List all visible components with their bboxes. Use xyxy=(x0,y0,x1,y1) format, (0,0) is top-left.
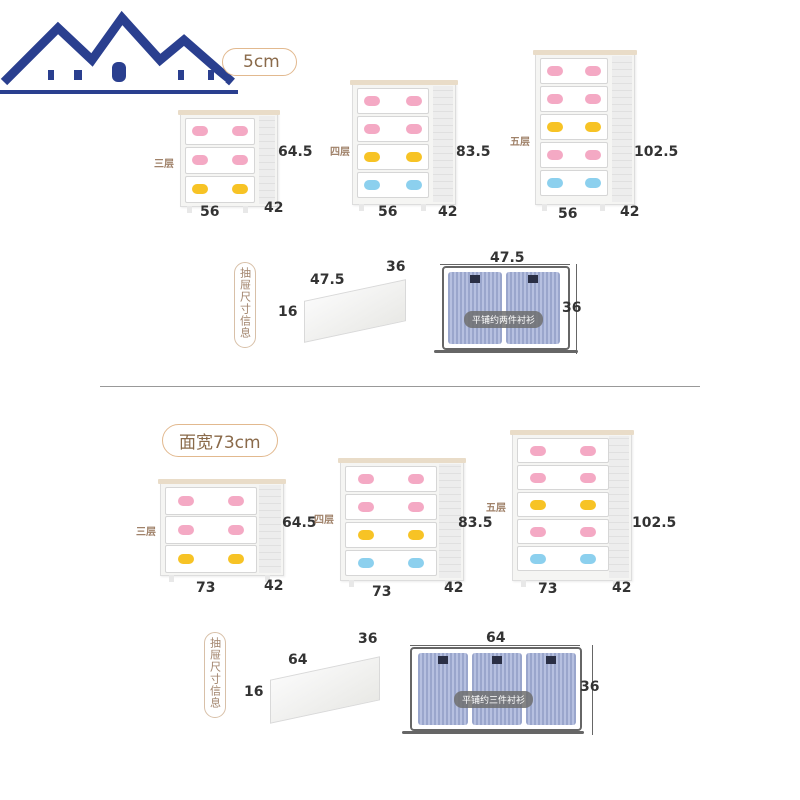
height-dim: 102.5 xyxy=(632,515,677,531)
drawer-chest-4-tier xyxy=(350,80,458,211)
drawer xyxy=(185,176,255,203)
shirt-width-dim: 47.5 xyxy=(490,250,525,266)
height-dim: 83.5 xyxy=(458,515,493,531)
drawer-width-dim: 64 xyxy=(288,652,308,668)
drawer-depth-dim: 36 xyxy=(358,631,378,647)
tier-label: 五层 xyxy=(486,503,506,514)
width-dim: 73 xyxy=(196,580,216,596)
width-dim: 73 xyxy=(372,584,392,600)
drawer-info-text: 抽屉尺寸信息 xyxy=(238,267,252,339)
shirt-depth-dim: 36 xyxy=(562,300,582,316)
depth-dim: 42 xyxy=(264,578,284,594)
shirt-frame: 平铺约两件衬衫 xyxy=(442,266,570,350)
tier-label: 三层 xyxy=(154,159,174,170)
shirt-width-dim: 64 xyxy=(486,630,506,646)
height-dim: 64.5 xyxy=(282,515,317,531)
open-drawer-illustration xyxy=(304,279,406,343)
shirt-image xyxy=(526,653,576,725)
open-drawer-illustration xyxy=(270,656,380,724)
width-dim: 56 xyxy=(200,204,220,220)
tier-label: 四层 xyxy=(314,515,334,526)
drawer-chest-3-tier xyxy=(158,479,286,582)
drawer-chest-4-tier xyxy=(338,458,466,587)
drawer-chest-5-tier xyxy=(510,430,634,587)
shirt-image xyxy=(472,653,522,725)
depth-dim: 42 xyxy=(264,200,284,216)
depth-dim: 42 xyxy=(438,204,458,220)
shirt-depth-dim: 36 xyxy=(580,679,600,695)
shirt-image xyxy=(418,653,468,725)
tier-label: 三层 xyxy=(136,527,156,538)
brand-logo xyxy=(0,0,238,100)
drawer-info-label: 抽屉尺寸信息 xyxy=(204,632,226,718)
width-label-pill: 5cm xyxy=(222,48,297,76)
drawer-depth-dim: 36 xyxy=(386,259,406,275)
width-dim: 73 xyxy=(538,581,558,597)
drawer-height-dim: 16 xyxy=(244,684,264,700)
drawer-height-dim: 16 xyxy=(278,304,298,320)
height-dim: 64.5 xyxy=(278,144,313,160)
height-dim: 83.5 xyxy=(456,144,491,160)
shirt-image xyxy=(448,272,502,344)
width-dim: 56 xyxy=(378,204,398,220)
depth-dim: 42 xyxy=(612,580,632,596)
drawer xyxy=(185,118,255,145)
drawer-width-dim: 47.5 xyxy=(310,272,345,288)
width-label-pill: 面宽73cm xyxy=(162,424,278,457)
depth-dim: 42 xyxy=(620,204,640,220)
tier-label: 四层 xyxy=(330,147,350,158)
width-dim: 56 xyxy=(558,206,578,222)
drawer xyxy=(185,147,255,174)
drawer-chest-3-tier xyxy=(178,110,280,213)
shirt-image xyxy=(506,272,560,344)
section-divider xyxy=(100,386,700,387)
shirt-caption: 平铺约两件衬衫 xyxy=(464,311,544,328)
shirt-caption: 平铺约三件衬衫 xyxy=(454,691,534,708)
house-roofs-logo-icon xyxy=(0,10,238,94)
shirt-frame: 平铺约三件衬衫 xyxy=(410,647,582,731)
drawer-info-label: 抽屉尺寸信息 xyxy=(234,262,256,348)
drawer-chest-5-tier xyxy=(533,50,637,211)
drawer-info-text: 抽屉尺寸信息 xyxy=(208,637,222,709)
height-dim: 102.5 xyxy=(634,144,679,160)
tier-label: 五层 xyxy=(510,137,530,148)
depth-dim: 42 xyxy=(444,580,464,596)
